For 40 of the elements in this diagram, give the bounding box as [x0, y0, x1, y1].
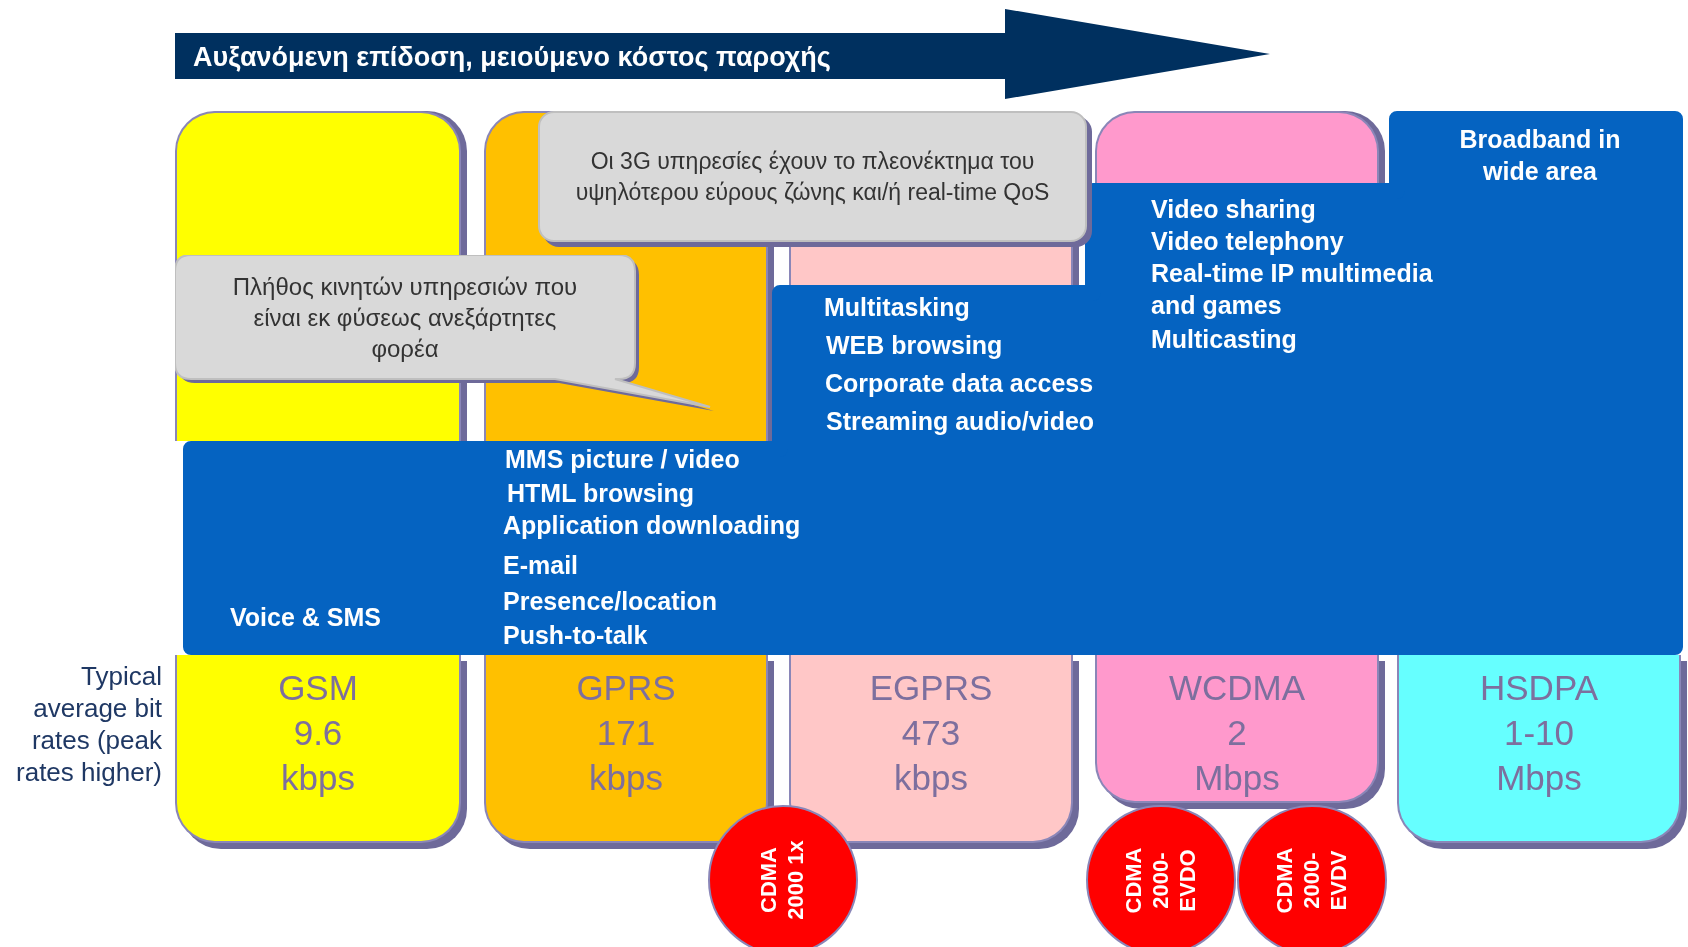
bit-rate-text: WCDMA: [1168, 668, 1306, 707]
bit-rate-text: EGPRS: [869, 668, 993, 707]
service-text: Push-to-talk: [503, 621, 648, 649]
bit-rate-text: HSDPA: [1480, 668, 1598, 707]
service-text: Video telephony: [1151, 227, 1344, 255]
bit-rate-text: GSM: [278, 668, 358, 707]
bit-rate-text: kbps: [589, 758, 663, 797]
service-text: Multicasting: [1151, 325, 1297, 353]
service-text: Broadband in wide area: [1459, 125, 1621, 185]
bit-rate-text: 2: [1227, 713, 1247, 752]
bit-rate-text: Mbps: [1496, 758, 1582, 797]
service-text: Application downloading: [503, 511, 801, 539]
bit-rate-text: GPRS: [576, 668, 676, 707]
bit-rate-text: 171: [596, 713, 656, 752]
bit-rate-text: 473: [901, 713, 961, 752]
bit-rate-text: kbps: [281, 758, 355, 797]
bit-rate-text: kbps: [894, 758, 968, 797]
banner-text: Αυξανόμενη επίδοση, μειούμενο κόστος παροχής: [193, 42, 831, 72]
service-text: Multitasking: [824, 293, 970, 321]
service-text: Real-time IP multimedia and games: [1151, 259, 1433, 319]
service-text: WEB browsing: [826, 331, 1003, 359]
service-text: Video sharing: [1151, 195, 1316, 223]
bit-rate-text: 1-10: [1503, 713, 1575, 752]
axis-label: Typical average bit rates (peak rates higher): [16, 661, 162, 787]
service-text: Corporate data access: [825, 369, 1094, 397]
service-text: Presence/location: [503, 587, 717, 615]
banner-arrow: [175, 9, 1270, 99]
callout-text: Οι 3G υπηρεσίες έχουν το πλεονέκτημα του υψηλότερου εύρους ζώνης και/ή real-time QoS: [574, 146, 1051, 207]
standard-text: CDMA 2000-EVDO: [1120, 847, 1200, 913]
service-text: Streaming audio/video: [826, 407, 1095, 435]
bit-rate-text: 9.6: [293, 713, 343, 752]
service-text: E-mail: [503, 551, 579, 579]
service-text: MMS picture / video: [505, 445, 740, 473]
callout-text: Πλήθος κινητών υπηρεσιών που είναι εκ φύσεως ανεξάρτητες φορέα: [231, 271, 579, 364]
services-area: [183, 111, 1683, 655]
service-text: Voice & SMS: [230, 603, 381, 631]
bit-rate-text: Mbps: [1194, 758, 1280, 797]
standard-text: CDMA 2000-EVDV: [1271, 847, 1351, 913]
standard-text: CDMA 2000 1x: [756, 840, 808, 920]
service-text: HTML browsing: [507, 479, 695, 507]
